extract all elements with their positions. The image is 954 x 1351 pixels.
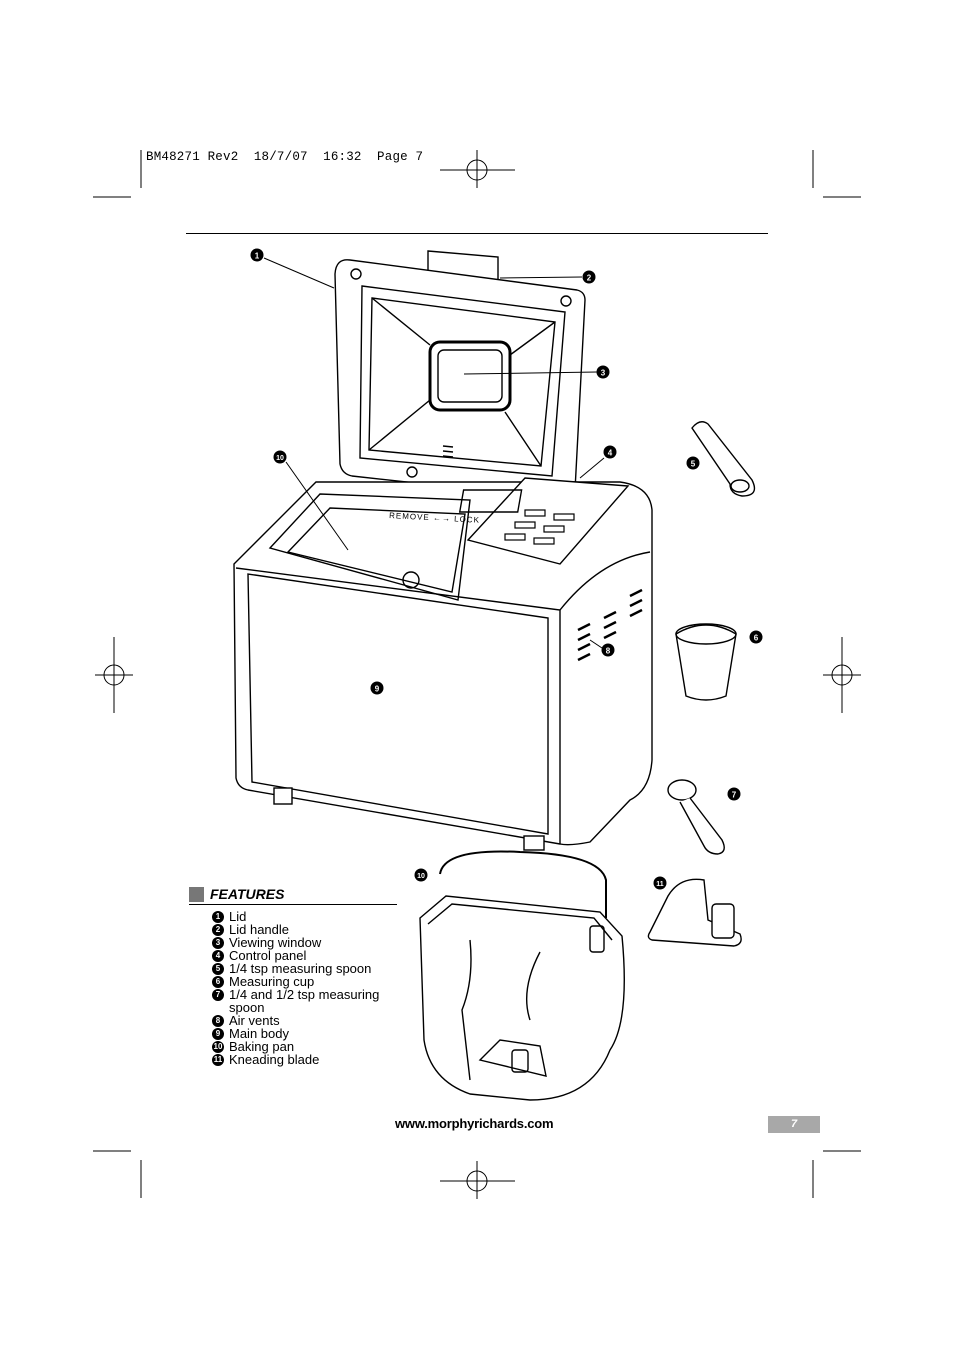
heading-square-icon [189, 887, 204, 902]
feature-number-badge: 11 [212, 1054, 224, 1066]
feature-label: Air vents [229, 1013, 280, 1028]
svg-text:3: 3 [601, 369, 606, 378]
feature-item: 7 1/4 and 1/2 tsp measuring spoon [212, 988, 397, 1014]
feature-item: 5 1/4 tsp measuring spoon [212, 962, 397, 975]
feature-number-badge: 2 [212, 924, 224, 936]
feature-item: 10 Baking pan [212, 1040, 397, 1053]
svg-text:1: 1 [255, 252, 260, 261]
callout-markers: 1 2 3 4 5 6 7 8 9 10 10 11 [250, 248, 763, 890]
feature-number-badge: 6 [212, 976, 224, 988]
feature-label: Kneading blade [229, 1052, 320, 1067]
measuring-spoon-double [667, 779, 725, 855]
measuring-spoon-small [691, 421, 756, 497]
svg-text:9: 9 [375, 685, 380, 694]
feature-label: Viewing window [229, 935, 322, 950]
feature-item: 8 Air vents [212, 1014, 397, 1027]
feature-number-badge: 4 [212, 950, 224, 962]
feature-number-badge: 10 [212, 1041, 224, 1053]
svg-text:5: 5 [691, 460, 696, 469]
website-url: www.morphyrichards.com [395, 1116, 554, 1131]
feature-item: 2 Lid handle [212, 923, 397, 936]
feature-label: 1/4 and 1/2 tsp measuring spoon [229, 987, 380, 1015]
feature-number-badge: 8 [212, 1015, 224, 1027]
print-slug: BM48271 Rev2 18/7/07 16:32 Page 7 [146, 150, 424, 164]
features-heading: FEATURES [189, 886, 397, 905]
svg-text:2: 2 [587, 274, 592, 283]
feature-number-badge: 1 [212, 911, 224, 923]
feature-items: 1 Lid 2 Lid handle 3 Viewing window 4 Control p… [212, 910, 397, 1066]
svg-text:11: 11 [656, 881, 664, 888]
kneading-blade [647, 878, 742, 947]
feature-item: 3 Viewing window [212, 936, 397, 949]
svg-text:6: 6 [754, 634, 759, 643]
feature-label: 1/4 tsp measuring spoon [229, 961, 372, 976]
features-title: FEATURES [210, 886, 285, 902]
feature-label: Baking pan [229, 1039, 295, 1054]
measuring-cup [675, 623, 737, 701]
feature-item: 1 Lid [212, 910, 397, 923]
main-body-drawing [233, 477, 653, 851]
feature-label: Lid handle [229, 922, 289, 937]
feature-number-badge: 3 [212, 937, 224, 949]
svg-text:4: 4 [608, 449, 613, 458]
crop-marks [93, 150, 861, 1199]
feature-item: 9 Main body [212, 1027, 397, 1040]
feature-label: Lid [229, 909, 247, 924]
feature-number-badge: 7 [212, 989, 224, 1001]
feature-item: 4 Control panel [212, 949, 397, 962]
svg-text:10: 10 [417, 873, 425, 880]
header-rule [186, 233, 768, 234]
baking-pan [419, 850, 625, 1101]
svg-text:10: 10 [276, 455, 284, 462]
page-number: 7 [768, 1116, 820, 1133]
feature-label: Measuring cup [229, 974, 315, 989]
svg-text:8: 8 [606, 647, 611, 656]
feature-number-badge: 9 [212, 1028, 224, 1040]
svg-text:7: 7 [732, 791, 737, 800]
feature-label: Main body [229, 1026, 289, 1041]
feature-label: Control panel [229, 948, 307, 963]
feature-item: 6 Measuring cup [212, 975, 397, 988]
feature-item: 11 Kneading blade [212, 1053, 397, 1066]
feature-number-badge: 5 [212, 963, 224, 975]
lid-drawing [334, 250, 586, 500]
